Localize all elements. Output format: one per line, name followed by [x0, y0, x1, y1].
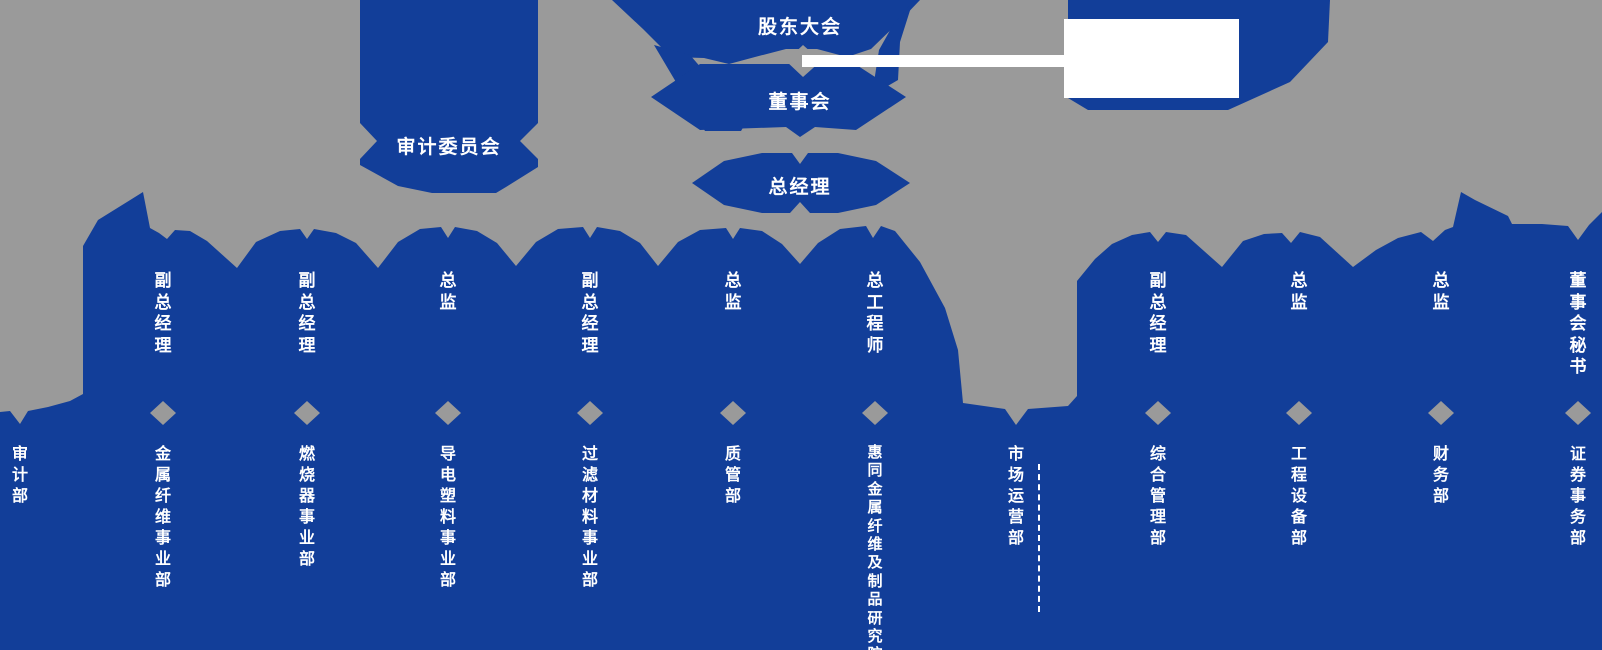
department-label: 证券事务部	[1569, 446, 1586, 547]
shareholders-node-shape	[612, 0, 920, 64]
node-shareholders-label: 股东大会	[757, 17, 843, 38]
column-title: 总监	[1290, 271, 1308, 312]
column-title: 副总经理	[154, 271, 172, 355]
department-label: 审计部	[11, 446, 28, 505]
column-title: 总监	[439, 271, 457, 312]
blank-white-box	[1064, 19, 1239, 98]
department-label: 综合管理部	[1149, 446, 1166, 547]
main-body-shape	[0, 192, 1602, 650]
connector-diamond-icon	[720, 401, 746, 425]
department-label: 过滤材料事业部	[581, 446, 598, 589]
column-title: 总工程师	[866, 271, 884, 355]
connector-diamond-icon	[1286, 401, 1312, 425]
node-audit-committee-label: 审计委员会	[396, 137, 502, 158]
department-label: 工程设备部	[1290, 446, 1307, 547]
node-board-label: 董事会	[768, 92, 832, 113]
department-label: 金属纤维事业部	[154, 446, 171, 589]
connector-diamond-icon	[577, 401, 603, 425]
column-title: 副总经理	[298, 271, 316, 355]
board-node-shape	[651, 64, 906, 137]
connector-diamond-icon	[1428, 401, 1454, 425]
column-title: 董事会秘书	[1569, 271, 1587, 376]
department-label: 导电塑料事业部	[439, 446, 456, 589]
column-title: 总监	[1432, 271, 1450, 312]
gm-node-shape	[692, 153, 910, 213]
department-label: 质管部	[724, 446, 741, 505]
connector-diamond-icon	[1565, 401, 1591, 425]
column-title: 副总经理	[1149, 271, 1167, 355]
audit-committee-shape	[360, 0, 538, 193]
column-title: 总监	[724, 271, 742, 312]
connector-diamond-icon	[435, 401, 461, 425]
department-label: 燃烧器事业部	[298, 446, 315, 568]
connector-diamond-icon	[150, 401, 176, 425]
node-general-manager-label: 总经理	[768, 177, 832, 198]
shareholders-right-wing-shape	[872, 1, 913, 95]
dashed-connector-line	[1038, 464, 1040, 612]
department-label: 财务部	[1432, 446, 1449, 505]
column-title: 副总经理	[581, 271, 599, 355]
connector-diamond-icon	[294, 401, 320, 425]
connector-bar	[802, 55, 1065, 67]
department-label: 市场运营部	[1007, 446, 1024, 547]
connector-diamond-icon	[862, 401, 888, 425]
connector-diamond-icon	[1145, 401, 1171, 425]
department-label: 惠同金属纤维及制品研究院	[867, 444, 883, 650]
